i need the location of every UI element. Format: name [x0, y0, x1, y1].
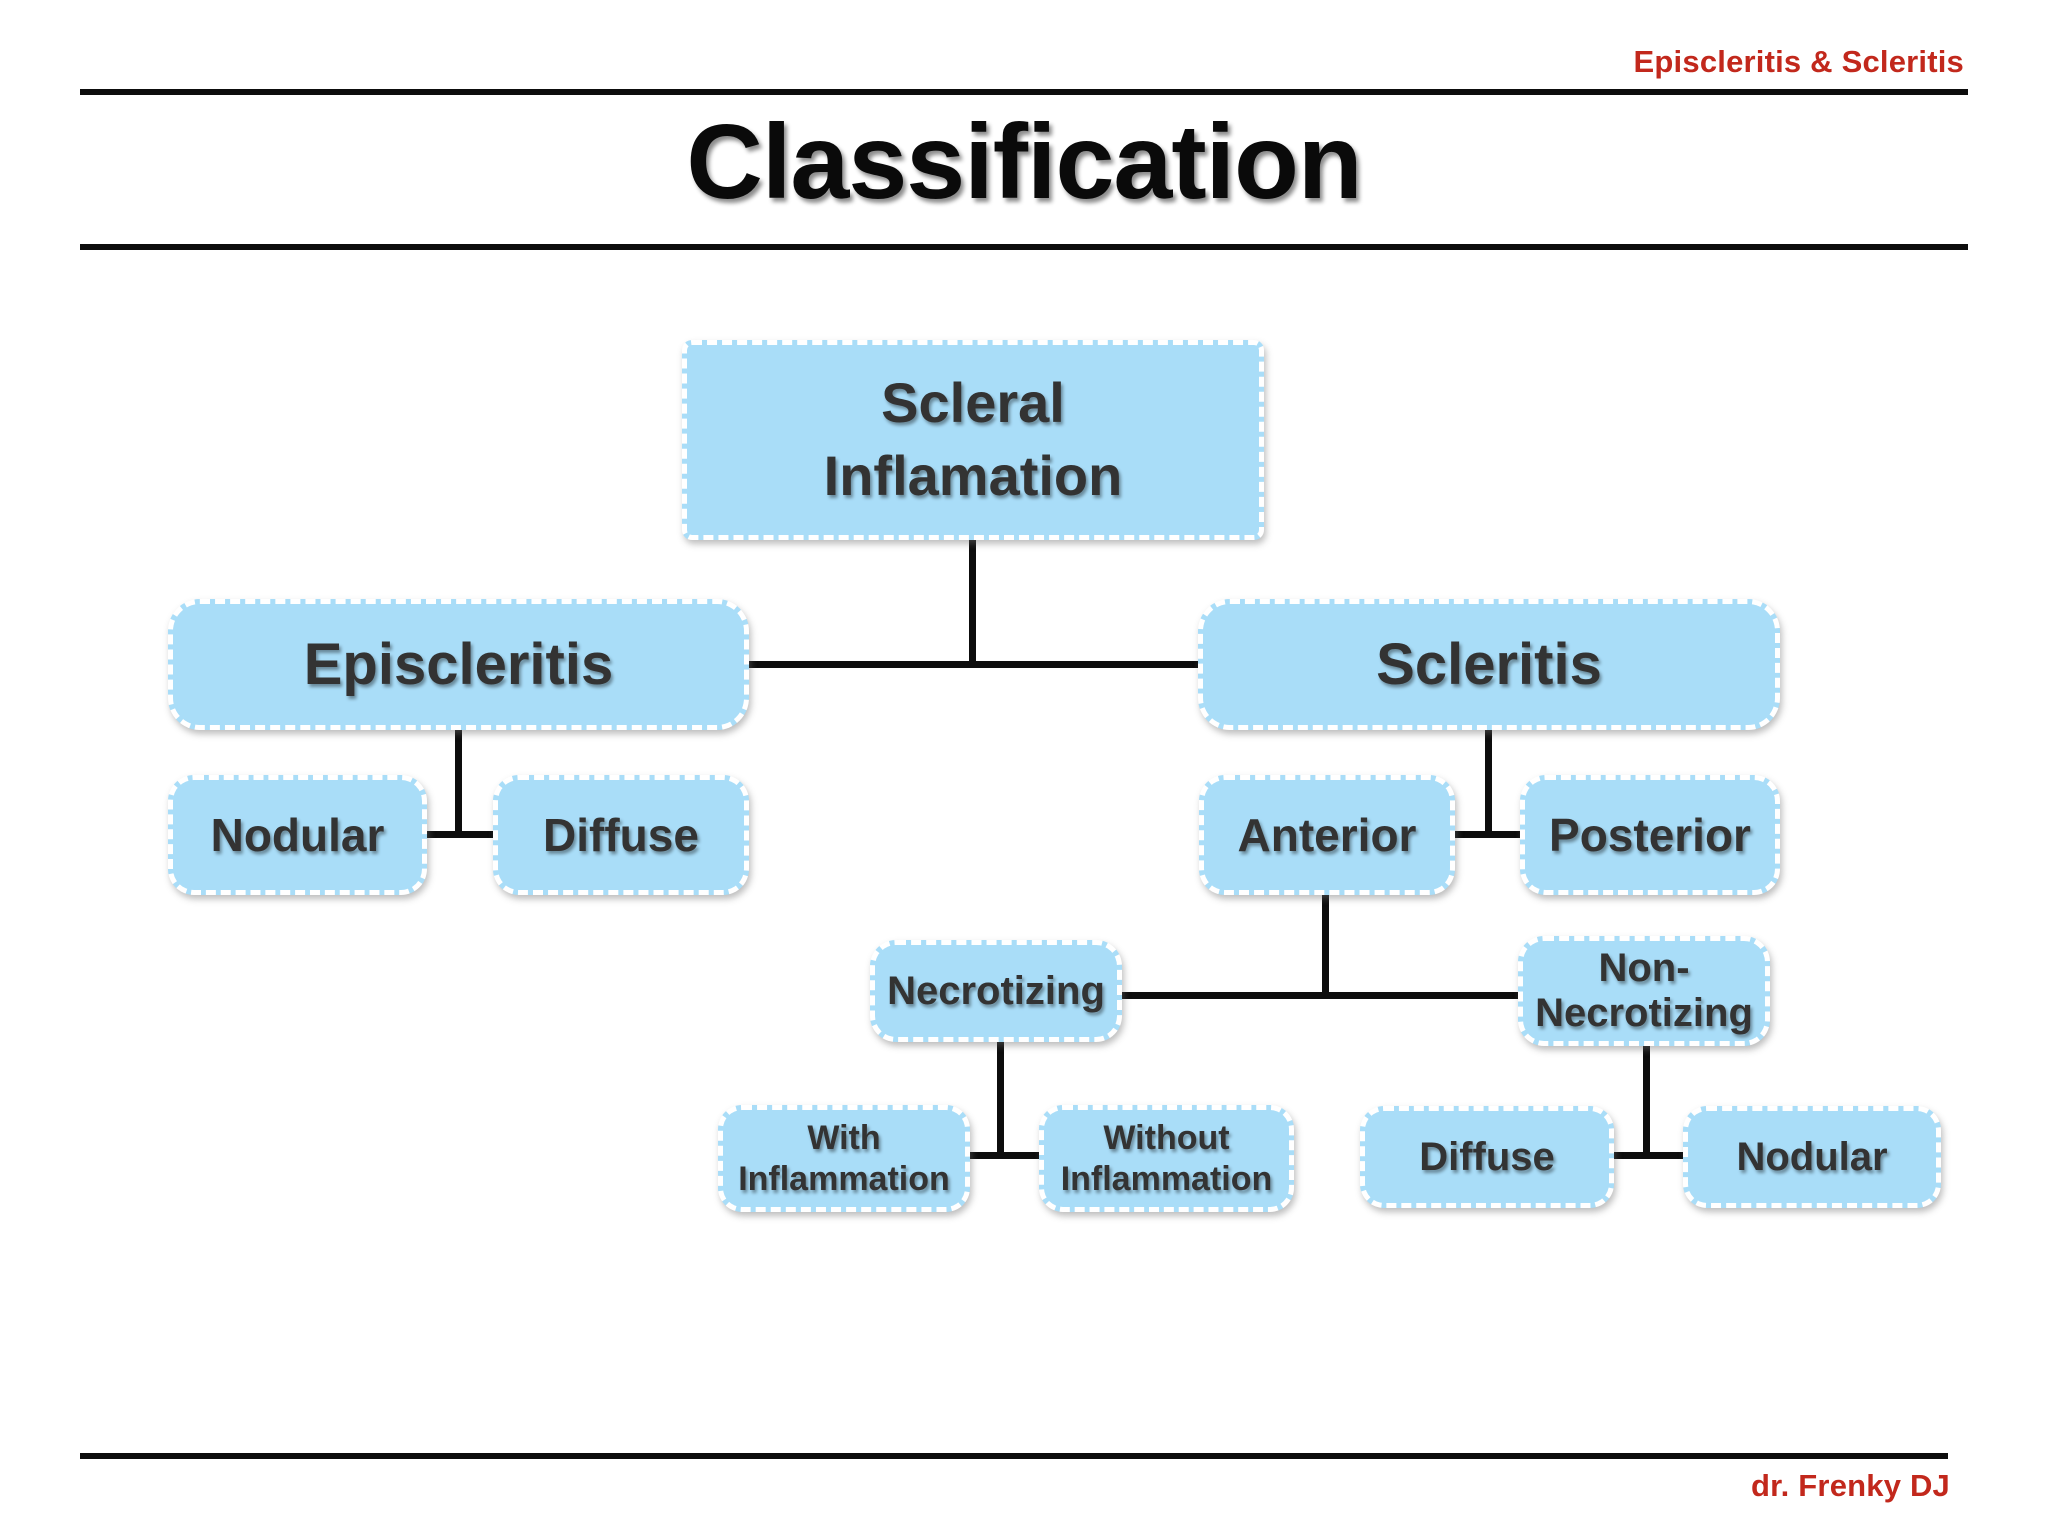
node-necrotizing: Necrotizing: [870, 940, 1122, 1042]
node-without-inflammation: Without Inflammation: [1039, 1105, 1294, 1212]
connector-necrotizing-vertical: [997, 1040, 1004, 1159]
course-label: Episcleritis & Scleritis: [1633, 44, 1964, 79]
connector-nonnecrotizing-vertical: [1643, 1044, 1650, 1159]
node-scleral-inflamation: Scleral Inflamation: [682, 340, 1264, 540]
node-scleritis: Scleritis: [1198, 599, 1780, 730]
title-rule: [80, 244, 1968, 250]
node-diffuse-scleritis: Diffuse: [1360, 1106, 1614, 1208]
node-diffuse-episcleritis: Diffuse: [493, 775, 749, 895]
connector-anterior-posterior: [1455, 831, 1520, 838]
connector-scleritis-vertical: [1485, 728, 1492, 838]
connector-nodular-diffuse: [427, 831, 493, 838]
connector-with-without-inflammation: [970, 1152, 1039, 1159]
connector-root-vertical: [969, 538, 976, 668]
page-title: Classification: [686, 103, 1362, 221]
header-rule: [80, 89, 1968, 95]
node-nodular-scleritis: Nodular: [1683, 1106, 1941, 1208]
connector-diffuse-nodular: [1614, 1152, 1683, 1159]
connector-necrotizing-nonnecrotizing: [1122, 992, 1518, 999]
footer-rule: [80, 1453, 1948, 1459]
connector-anterior-vertical: [1322, 893, 1329, 999]
connector-episcleritis-vertical: [455, 728, 462, 838]
connector-episcleritis-scleritis: [749, 661, 1198, 668]
node-with-inflammation: With Inflammation: [718, 1105, 970, 1212]
node-anterior: Anterior: [1199, 775, 1455, 895]
node-non-necrotizing: Non- Necrotizing: [1518, 936, 1770, 1046]
node-episcleritis: Episcleritis: [168, 599, 749, 730]
author-credit: dr. Frenky DJ: [1750, 1468, 1950, 1503]
node-nodular-episcleritis: Nodular: [168, 775, 427, 895]
node-posterior: Posterior: [1520, 775, 1780, 895]
